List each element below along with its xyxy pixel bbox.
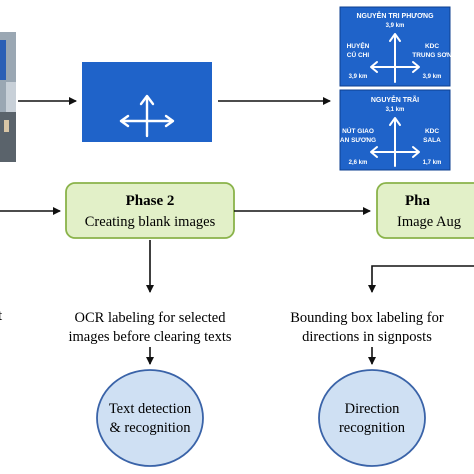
sign-right-name-2: TRUNG SƠN bbox=[412, 52, 452, 59]
sign-left-distance: 2,6 km bbox=[349, 160, 368, 166]
ocr-step-line-1: OCR labeling for selected bbox=[75, 310, 227, 326]
augmented-sign-top: NGUYỄN TRI PHƯƠNG 3,9 km HUYỆN CỦ CHI KD… bbox=[339, 6, 452, 87]
sign-top-distance: 3,9 km bbox=[386, 23, 405, 29]
text-detection-line-1: Text detection bbox=[109, 401, 192, 417]
direction-line-2: recognition bbox=[339, 420, 406, 436]
augmented-sign-bottom: NGUYỄN TRÃI 3,1 km NÚT GIAO AN SƯƠNG KDC… bbox=[339, 89, 451, 171]
phase-2-subtitle: Creating blank images bbox=[85, 214, 216, 230]
phase-3-box: Pha Image Aug bbox=[376, 182, 474, 239]
phase-2-title: Phase 2 bbox=[126, 193, 175, 209]
sign-left-name-2: AN SƯƠNG bbox=[340, 137, 376, 144]
phase-2-box: Phase 2 Creating blank images bbox=[65, 182, 235, 239]
sign-left-distance: 3,9 km bbox=[349, 74, 368, 80]
sign-left-name-1: NÚT GIAO bbox=[342, 126, 374, 135]
blank-sign-image bbox=[82, 62, 212, 142]
sign-right-distance: 1,7 km bbox=[423, 160, 442, 166]
sign-right-name-1: KDC bbox=[425, 128, 439, 135]
arrow-phase-3-to-bbox bbox=[368, 265, 474, 293]
sign-right-distance: 3,9 km bbox=[423, 74, 442, 80]
sign-left-name-2: CỦ CHI bbox=[347, 50, 370, 59]
text-detection-node: Text detection & recognition bbox=[96, 369, 204, 467]
bbox-step-line-2: directions in signposts bbox=[302, 329, 432, 345]
ocr-labeling-step: OCR labeling for selected images before … bbox=[68, 310, 231, 345]
sign-right-name-1: KDC bbox=[425, 43, 439, 50]
direction-recognition-node: Direction recognition bbox=[318, 369, 426, 467]
bbox-labeling-step: Bounding box labeling for directions in … bbox=[290, 310, 444, 345]
sign-arrows-icon bbox=[370, 33, 420, 83]
sign-left-name-1: HUYỆN bbox=[347, 41, 370, 50]
bbox-step-line-1: Bounding box labeling for bbox=[290, 310, 444, 326]
source-photo bbox=[0, 32, 16, 162]
left-partial-step-text: t bbox=[0, 308, 3, 324]
phase-3-subtitle: Image Aug bbox=[397, 214, 461, 230]
text-detection-line-2: & recognition bbox=[110, 420, 192, 436]
sign-right-name-2: SALA bbox=[423, 137, 441, 144]
ocr-step-line-2: images before clearing texts bbox=[68, 329, 231, 345]
sign-top-destination: NGUYỄN TRÃI bbox=[371, 95, 419, 104]
direction-line-1: Direction bbox=[345, 401, 401, 417]
sign-top-destination: NGUYỄN TRI PHƯƠNG bbox=[356, 11, 434, 20]
sign-top-distance: 3,1 km bbox=[386, 107, 405, 113]
sign-arrows-icon bbox=[370, 117, 420, 167]
phase-3-title: Pha bbox=[405, 193, 431, 209]
